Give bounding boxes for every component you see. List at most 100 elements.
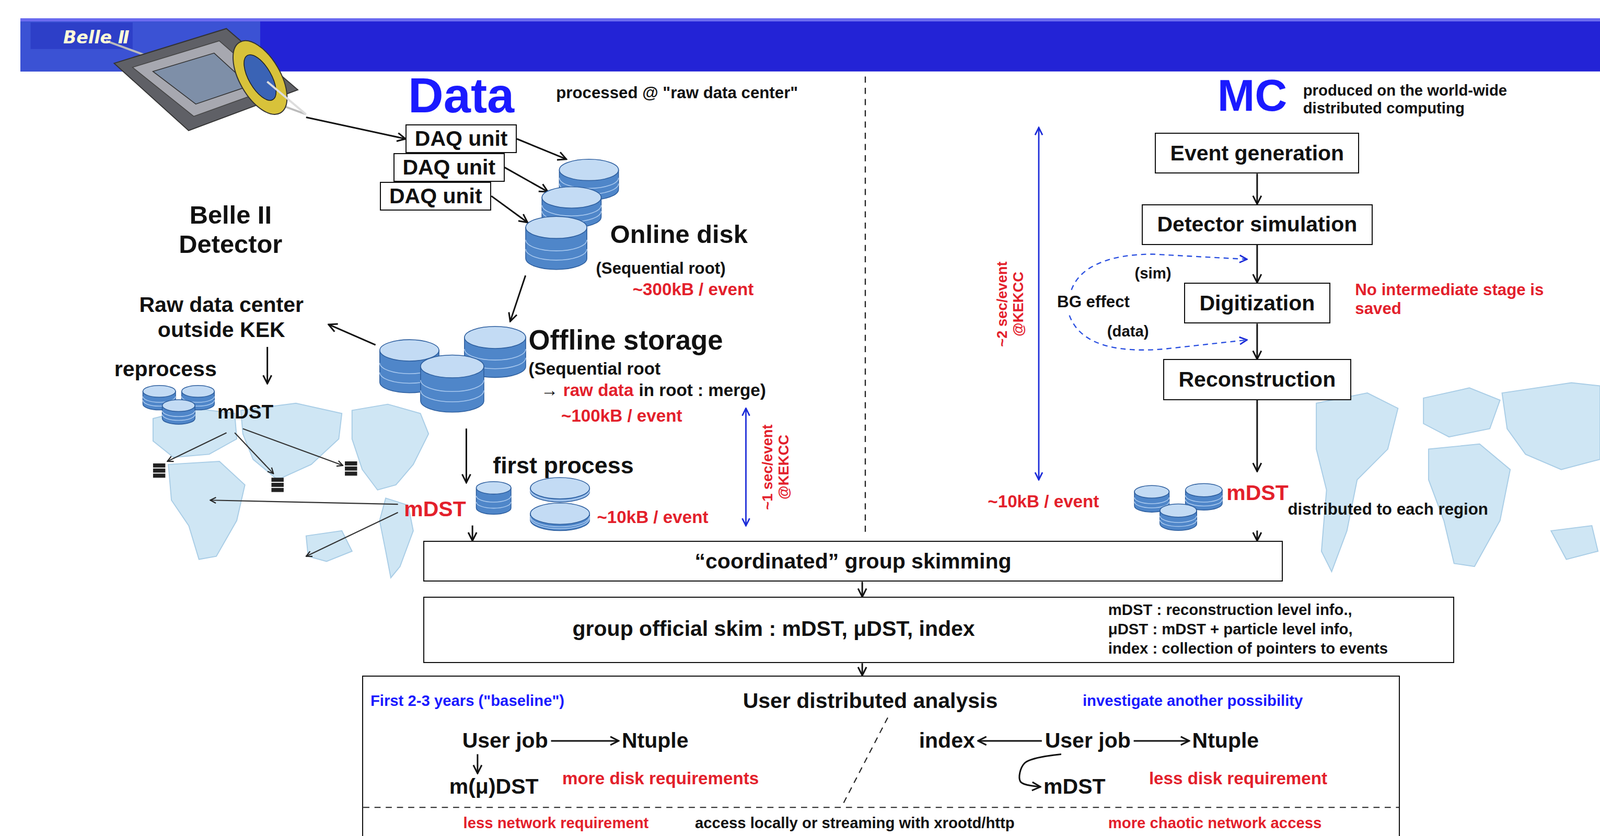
disk-top — [161, 399, 195, 412]
flow-arrow — [306, 117, 406, 139]
server-icons — [153, 461, 358, 493]
flow-arrow — [1256, 323, 1258, 359]
distribution-arrow — [306, 512, 399, 557]
disk-top — [420, 355, 484, 379]
divider-line — [842, 717, 888, 805]
item-label: Ntuple — [618, 727, 692, 755]
node-text: ~10kB / event — [987, 491, 1099, 512]
continent — [352, 404, 429, 491]
item-label: mDST — [1040, 773, 1109, 800]
node-text: User job — [1045, 728, 1131, 753]
disk-top — [379, 339, 439, 362]
node-text: in root : merge) — [639, 380, 767, 401]
flow-arrow — [328, 324, 376, 345]
disk-band — [476, 502, 512, 509]
flow-arrow — [1133, 739, 1190, 742]
server-icon — [153, 463, 166, 478]
disk-top — [142, 385, 176, 398]
process-box: group official skim : mDST, μDST, indexm… — [423, 596, 1454, 664]
item-label: User job — [1041, 727, 1134, 755]
server-slab — [271, 482, 284, 488]
section-title: MC — [1217, 69, 1288, 122]
disk-top — [559, 159, 619, 181]
note-label: produced on the world-wide distributed c… — [1303, 81, 1569, 117]
flow-arrow — [1256, 173, 1258, 204]
detector-body — [114, 28, 298, 131]
node-text: distributed to each region — [1287, 500, 1489, 519]
node-text: ~300kB / event — [632, 279, 755, 300]
disk-band — [161, 414, 195, 421]
section-title: Data — [408, 67, 515, 124]
server-slab — [153, 468, 166, 473]
daq-box: DAQ unit — [393, 153, 505, 182]
node-text: m(μ)DST — [449, 774, 539, 799]
disk-top — [530, 503, 590, 525]
continent — [1423, 387, 1500, 437]
disk-band — [1160, 519, 1197, 527]
node-text: → — [540, 380, 559, 401]
daq-box: DAQ unit — [405, 124, 517, 154]
node-text: ~100kB / event — [561, 406, 683, 426]
server-slab — [344, 461, 357, 466]
node-text: index : collection of pointers to events — [1108, 639, 1388, 658]
server-slab — [271, 477, 284, 482]
node-text: μDST : mDST + particle level info, — [1108, 620, 1353, 639]
node-text: Event generation — [1170, 141, 1345, 166]
daq-box: DAQ unit — [379, 181, 492, 211]
disk-top — [1134, 485, 1170, 499]
item-label: Ntuple — [1189, 727, 1262, 755]
node-text: mDST — [403, 496, 466, 522]
node-text: access locally or streaming with xrootd/… — [694, 814, 1015, 832]
disk-top — [464, 326, 526, 349]
node-text: mDST — [217, 400, 274, 424]
beam-pipe — [267, 81, 307, 114]
distribution-arrow — [210, 500, 398, 505]
node-text: (Sequential root) — [595, 259, 726, 278]
flow-arrow — [491, 195, 528, 223]
node-text: Offline storage — [528, 324, 724, 357]
node-text: “coordinated” group skimming — [434, 549, 1272, 574]
node-text: DAQ unit — [414, 126, 508, 152]
node-text: DAQ unit — [402, 155, 496, 180]
flow-arrow — [516, 138, 567, 160]
server-slab — [271, 488, 284, 493]
disk-store: mDSTfirst process~10kB / event — [400, 454, 738, 534]
time-span-arrow — [745, 408, 747, 526]
flow-arrow — [266, 346, 269, 384]
disk-top — [181, 385, 215, 398]
site-label: Raw data center outside KEK — [114, 291, 329, 347]
node-text: index — [919, 728, 976, 753]
node-text: Belle II Detector — [159, 200, 303, 259]
node-text: less disk requirement — [1149, 768, 1328, 789]
disk-band — [525, 249, 587, 261]
server-slab — [344, 466, 357, 471]
node-text: investigate another possibility — [1082, 691, 1303, 710]
disk-band — [1185, 499, 1223, 507]
process-box: Reconstruction — [1163, 358, 1351, 400]
item-label: m(μ)DST — [446, 773, 542, 800]
flow-arrow — [504, 167, 549, 192]
divider-line — [864, 76, 866, 533]
node-text: reprocess — [114, 356, 217, 382]
disk-band — [420, 380, 484, 392]
note-label: BG effect — [1057, 292, 1130, 312]
note-label: processed @ "raw data center" — [555, 83, 798, 103]
disk-store: Online disk(Sequential root)~300kB / eve… — [525, 155, 812, 304]
item-label: index — [916, 727, 979, 755]
time-label: ~2 sec/event @KEKCC — [993, 242, 1027, 366]
header-rule — [20, 18, 1600, 22]
flow-arrow — [551, 739, 620, 742]
server-slab — [153, 463, 166, 468]
disk-store: reprocessmDST — [110, 356, 284, 437]
flow-arrow — [1256, 400, 1258, 472]
node-text: more disk requirements — [562, 768, 759, 789]
process-box: “coordinated” group skimming — [423, 540, 1283, 582]
node-text: mDST — [1226, 480, 1289, 506]
node-text: Detector simulation — [1156, 212, 1358, 237]
detector: Belle II Detector — [101, 22, 307, 276]
server-icon — [344, 461, 357, 476]
node-text: Reconstruction — [1178, 367, 1337, 392]
flow-arrow — [861, 663, 864, 676]
server-slab — [344, 471, 357, 477]
disk-top — [1160, 504, 1197, 518]
